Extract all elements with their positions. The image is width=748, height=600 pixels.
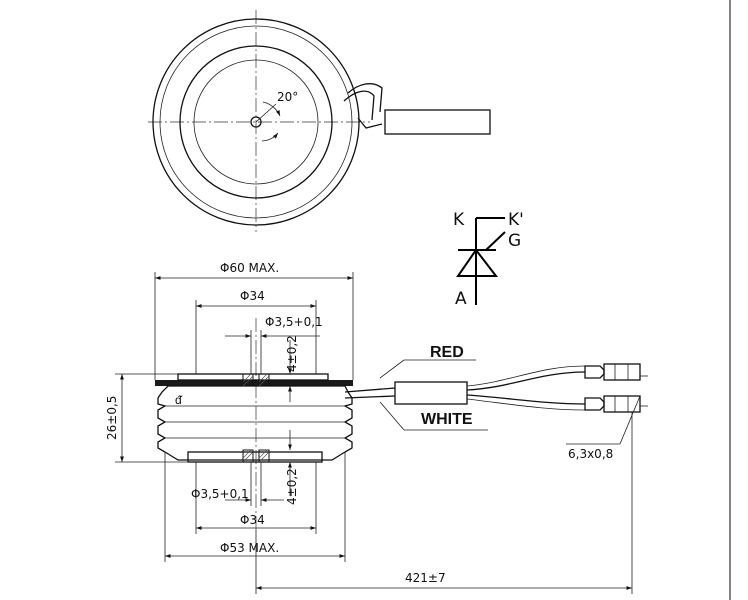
anode-label: A [455,289,467,309]
gate-label: G [508,231,521,251]
dim-lead-length: 421±7 [405,571,446,585]
dimensions: Φ60 MAX. Φ34 Φ3,5+0,1 4±0,2 26±0,5 4±0,2… [105,261,648,594]
dim-d34-bottom: Φ34 [240,513,265,527]
angle-label: 20° [277,90,298,104]
aux-cathode-label: K' [508,210,524,230]
top-view: 20° [148,10,491,232]
red-wire-label: RED [430,344,464,361]
white-wire-label: WHITE [421,411,473,428]
svg-text:ᵭ: ᵭ [175,393,183,407]
dim-depth-top: 4±0,2 [285,335,299,372]
dim-d53: Φ53 MAX. [220,541,279,555]
gate-leads: RED WHITE [344,344,641,431]
side-view: ᵭ [155,318,353,530]
cathode-label: K [453,210,465,230]
dim-hole-top: Φ3,5+0,1 [265,315,323,329]
dim-d34-top: Φ34 [240,289,265,303]
dim-d60: Φ60 MAX. [220,261,279,275]
dim-depth-bottom: 4±0,2 [285,468,299,505]
dim-tab: 6,3x0,8 [568,447,613,461]
thyristor-symbol: K K' G A [453,210,524,309]
dim-height: 26±0,5 [105,396,119,440]
dim-hole-bottom: Φ3,5+0,1 [191,487,249,501]
